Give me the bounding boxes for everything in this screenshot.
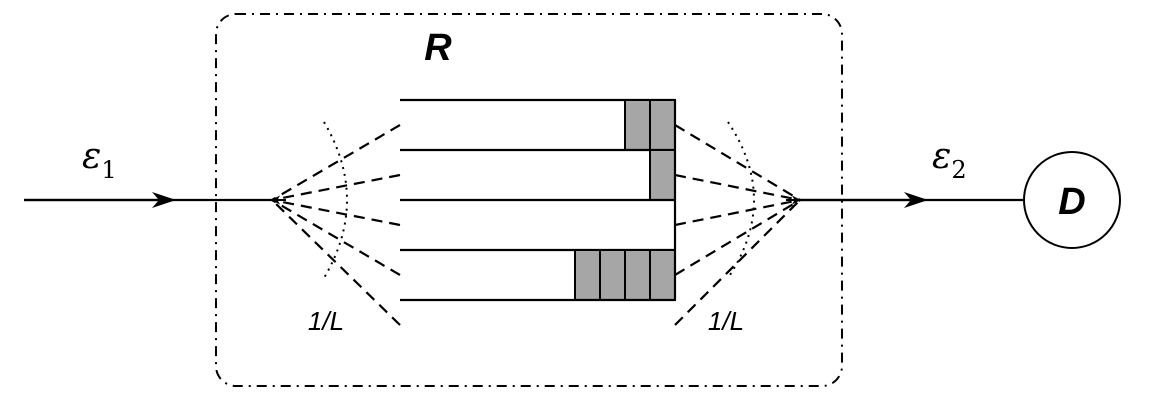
splitter-ray bbox=[271, 199, 401, 326]
detector-label: D bbox=[1058, 181, 1085, 223]
right-combiner-label: 1/L bbox=[708, 306, 744, 336]
region-box bbox=[215, 13, 843, 387]
output-subscript: 2 bbox=[951, 156, 966, 184]
delay-cell bbox=[649, 149, 676, 201]
splitter-ray bbox=[271, 173, 401, 202]
splitter-ray bbox=[271, 124, 401, 201]
output-symbol: ε bbox=[932, 136, 951, 177]
input-symbol: ε bbox=[82, 136, 101, 177]
input-signal: ε1 bbox=[24, 136, 272, 208]
left-splitter-arc bbox=[323, 121, 348, 279]
splitter-ray bbox=[271, 199, 401, 276]
detector-circle bbox=[1023, 151, 1121, 249]
output-signal: ε2 bbox=[800, 136, 1024, 208]
combiner-ray bbox=[674, 199, 801, 326]
right-combiner-arc bbox=[727, 121, 755, 279]
left-splitter-fan bbox=[271, 124, 401, 326]
combiner-ray bbox=[674, 124, 801, 201]
delay-cell bbox=[624, 249, 651, 301]
delay-cell bbox=[599, 249, 626, 301]
delay-cell bbox=[574, 249, 601, 301]
combiner-ray bbox=[674, 199, 801, 276]
input-subscript: 1 bbox=[101, 156, 116, 184]
region-label: R bbox=[424, 27, 452, 69]
splitter-ray bbox=[271, 198, 401, 227]
channel-array bbox=[400, 98, 677, 302]
output-label: ε2 bbox=[932, 136, 967, 184]
left-splitter-label: 1/L bbox=[308, 306, 344, 336]
right-combiner-fan bbox=[674, 124, 801, 326]
combiner-ray bbox=[674, 198, 801, 227]
input-label: ε1 bbox=[82, 136, 117, 184]
detector: D bbox=[1023, 151, 1121, 249]
delay-cell bbox=[649, 99, 676, 151]
combiner-ray bbox=[674, 173, 801, 202]
delay-cell bbox=[649, 249, 676, 301]
delay-cell bbox=[624, 99, 651, 151]
